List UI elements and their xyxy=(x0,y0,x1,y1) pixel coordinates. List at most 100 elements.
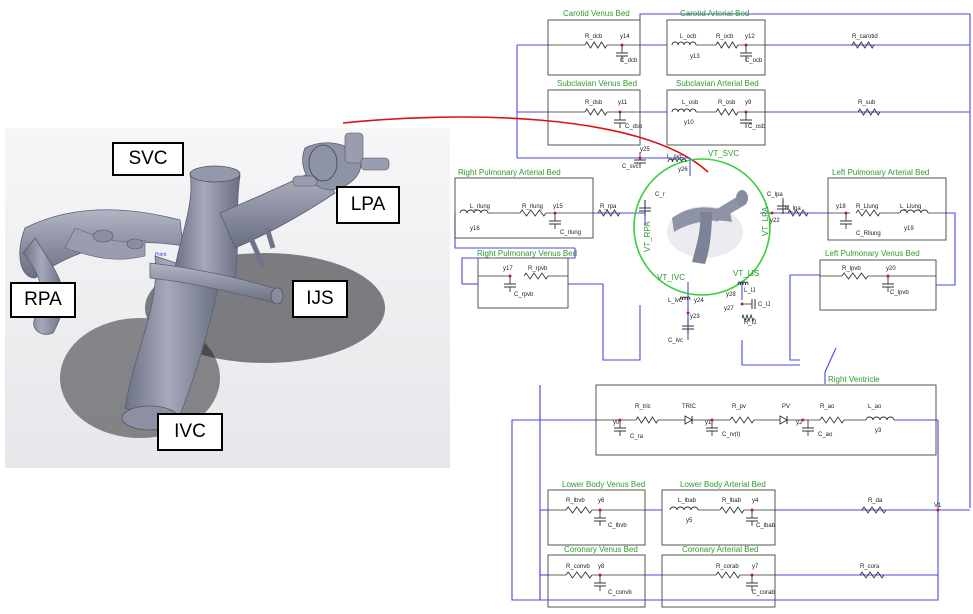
label-r-ij: R_IJ xyxy=(744,320,756,326)
label-y2: y2 xyxy=(796,420,803,426)
label-c-ocb: C_ocb xyxy=(745,58,763,64)
ijs-opening xyxy=(270,287,284,305)
rpv-resistor-symbol xyxy=(729,416,755,424)
bed-title-carotid-arterial: Carotid Arterial Bed xyxy=(680,9,749,18)
label-y25: y25 xyxy=(640,147,650,153)
label-y3: y3 xyxy=(875,428,882,434)
rlpa-resistor-symbol xyxy=(787,209,809,217)
label-r-llung: R_Llung xyxy=(856,204,878,210)
label-c-osb: C_osb xyxy=(748,124,766,130)
cra-resistor-symbol xyxy=(715,571,741,579)
ca-inductor-symbol xyxy=(671,41,697,46)
rda-resistor-symbol xyxy=(861,506,887,514)
port-vt-svc: VT_SVC xyxy=(708,149,739,158)
label-y7: y7 xyxy=(752,564,759,570)
label-c-corab: C_corab xyxy=(752,590,775,596)
label-l-ij: L_IJ xyxy=(744,288,755,294)
lpa-branch-right xyxy=(360,157,390,171)
port-vt-rpa: VT_RPA xyxy=(643,221,652,252)
label-r-dcb: R_dcb xyxy=(585,34,603,40)
label-y14: y14 xyxy=(620,34,630,40)
svc-label: SVC xyxy=(112,142,184,176)
label-l-osb: L_osb xyxy=(682,100,699,106)
label-c-rpvb: C_rpvb xyxy=(514,292,534,298)
rsub-resistor-symbol xyxy=(857,108,881,116)
lpa-vessel xyxy=(219,167,336,249)
sv-resistor-symbol xyxy=(584,108,608,116)
vessel-thumbnail xyxy=(667,190,748,264)
label-r-cora: R_cora xyxy=(860,564,880,570)
label-c-rlung: C_rlung xyxy=(560,230,581,236)
bed-title-subclavian-venus: Subclavian Venus Bed xyxy=(557,79,637,88)
svc-opening xyxy=(189,165,241,183)
label-c-ij: C_IJ xyxy=(758,302,770,308)
label-y10: y10 xyxy=(684,120,694,126)
label-r-rlung: R_rlung xyxy=(522,204,543,210)
y2-node-dot xyxy=(801,418,805,422)
label-l-ao: L_ao xyxy=(868,404,882,410)
label-c-llung: C_Rllung xyxy=(856,231,881,237)
label-c-dcb: C_dcb xyxy=(620,58,638,64)
label-y11: y11 xyxy=(618,100,628,106)
bed-title-right-ventricle: Right Ventricle xyxy=(828,375,880,384)
lba-inductor-symbol xyxy=(669,506,699,511)
label-r-tric: R_tric xyxy=(635,404,651,410)
label-l-ocb: L_ocb xyxy=(680,34,697,40)
tric-diode-triangle xyxy=(684,415,693,425)
label-r-carotid: R_carotid xyxy=(852,34,878,40)
label-y18: y18 xyxy=(836,204,846,210)
lpa-l-inductor-symbol xyxy=(899,209,929,214)
label-c-svc: C_svc xyxy=(622,164,639,170)
label-y24: y24 xyxy=(694,298,704,304)
y23-node-dot xyxy=(686,311,690,315)
label-r-rpvb: R_rpvb xyxy=(528,266,548,272)
label-l-svc: L_svc xyxy=(667,154,683,160)
rpv-resistor-symbol xyxy=(523,272,549,280)
label-c-lbvb: C_lbvb xyxy=(608,523,627,529)
model-tiny-label: Point xyxy=(155,252,167,258)
bed-title-lower-body-arterial: Lower Body Arterial Bed xyxy=(680,480,766,489)
label-y23: y23 xyxy=(690,314,700,320)
cnv-resistor-symbol xyxy=(565,571,593,579)
lao-inductor-symbol xyxy=(865,416,895,421)
label-r-ao: R_ao xyxy=(820,404,835,410)
label-y4: y4 xyxy=(752,498,759,504)
label-y17: y17 xyxy=(503,266,513,272)
sa-resistor-symbol xyxy=(715,108,739,116)
sa-inductor-symbol xyxy=(671,108,697,113)
ijs-small-branch xyxy=(247,235,266,267)
bed-title-subclavian-arterial: Subclavian Arterial Bed xyxy=(676,79,759,88)
rrpa-resistor-symbol xyxy=(597,209,621,217)
callout-curve xyxy=(342,116,709,173)
bed-boxes xyxy=(454,19,947,608)
label-c-dsb: C_dsb xyxy=(625,124,643,130)
livc-inductor-symbol xyxy=(679,296,691,301)
label-c-lpvb: C_lpvb xyxy=(890,290,909,296)
label-y19: y19 xyxy=(904,226,914,232)
label-r-lpa: R_lpa xyxy=(785,206,801,212)
label-r-corab: R_corab xyxy=(716,564,739,570)
lpa-branch-up xyxy=(344,132,364,164)
bed-title-carotid-venus: Carotid Venus Bed xyxy=(563,9,630,18)
bed-title-left-pulm-venus: Left Pulmonary Venus Bed xyxy=(825,249,920,258)
label-c-lbab: C_lbab xyxy=(756,523,776,529)
port-vt-ivc: VT_IVC xyxy=(657,273,685,282)
bed-title-lower-body-venus: Lower Body Venus Bed xyxy=(562,480,645,489)
label-l-llung: L_Llung xyxy=(900,204,921,210)
lpv-resistor-symbol xyxy=(841,272,869,280)
ijs-small-branch-2 xyxy=(264,227,276,249)
rpa-l-inductor-symbol xyxy=(459,209,489,214)
label-r-osb: R_osb xyxy=(718,100,736,106)
label-r-sub: R_sub xyxy=(858,100,876,106)
label-y28: y28 xyxy=(726,292,736,298)
label-y15: y15 xyxy=(553,204,563,210)
vt-junction-circle xyxy=(633,158,771,296)
label-r-pv: R_pv xyxy=(732,404,746,410)
label-c-rpa: C_r xyxy=(655,192,665,198)
component-labels: R_dcb y14 C_dcb L_ocb y13 R_ocb y12 C_oc… xyxy=(470,34,942,596)
label-r-lbvb: R_lbvb xyxy=(566,498,585,504)
rpa-ring xyxy=(92,229,114,243)
bed-title-coronary-arterial: Coronary Arterial Bed xyxy=(682,545,758,554)
label-r-lbab: R_lbab xyxy=(722,498,742,504)
